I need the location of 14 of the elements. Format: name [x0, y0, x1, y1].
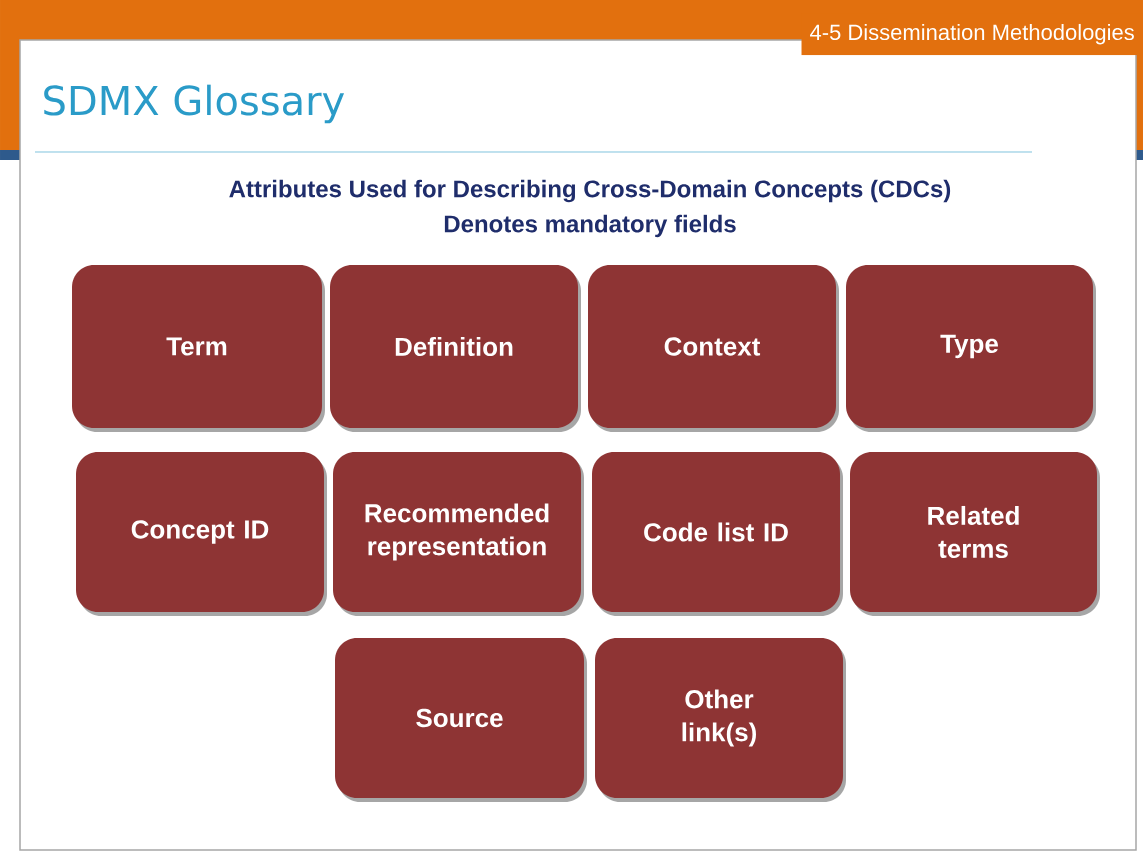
field-box: Other link(s): [595, 638, 846, 802]
field-box: Type: [846, 265, 1096, 432]
section-tab: 4-5 Dissemination Methodologies: [801, 13, 1143, 56]
field-box: Context: [588, 265, 839, 432]
field-box: Recommended representation: [333, 452, 584, 616]
field-box: Definition: [330, 265, 581, 432]
field-box: Term: [72, 265, 325, 432]
field-box: Source: [335, 638, 587, 802]
field-box: Concept ID: [76, 452, 327, 616]
field-box: Related terms: [850, 452, 1100, 616]
field-box: Code list ID: [592, 452, 843, 616]
subtitle: Attributes Used for Describing Cross-Domain Concepts (CDCs): [229, 179, 951, 203]
slide-title: SDMX Glossary: [44, 84, 345, 124]
subtitle: Denotes mandatory fields: [444, 214, 736, 238]
